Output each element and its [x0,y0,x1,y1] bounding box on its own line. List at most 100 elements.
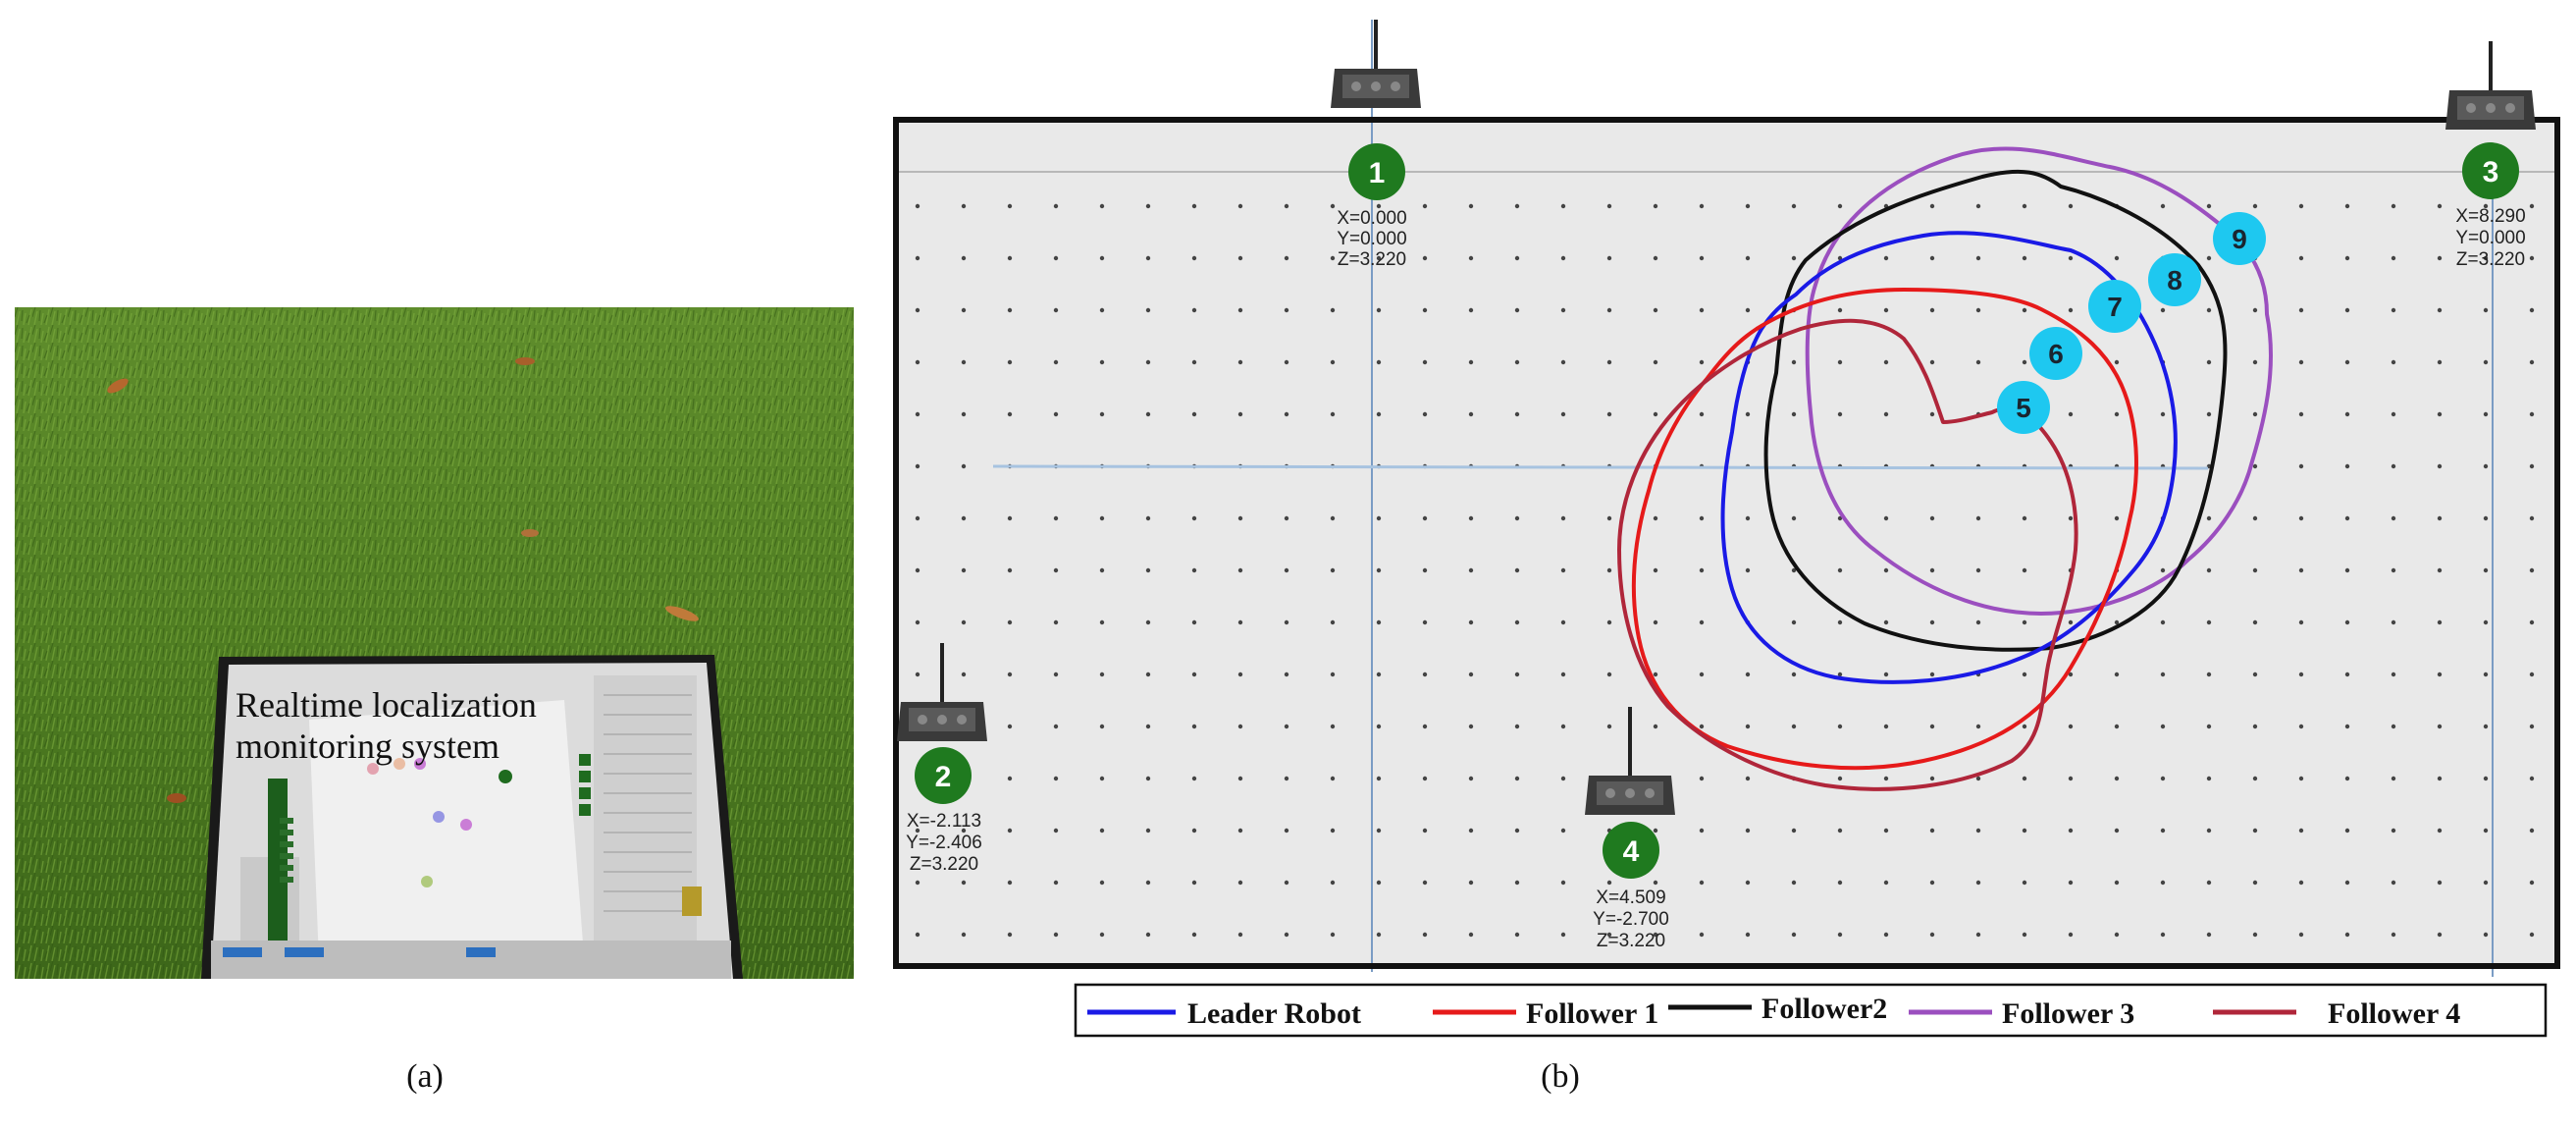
grid-dot [1191,828,1197,833]
grid-dot [1237,359,1243,365]
grid-dot [2160,724,2166,729]
grid-dot [1883,515,1889,521]
grid-dot [1514,880,1520,886]
tablet-device [201,655,743,979]
grid-dot [2160,932,2166,938]
grid-dot [1007,307,1013,313]
grid-dot [1653,359,1658,365]
grid-dot [1145,203,1151,209]
grid-dot [1191,359,1197,365]
grid-dot [1422,828,1428,833]
map-frame [893,117,2560,969]
grid-dot [1745,672,1751,677]
grid-dot [1883,411,1889,417]
grid-dot [1653,619,1658,625]
grid-dot [2206,672,2212,677]
grid-dot [2298,880,2304,886]
grid-dot [2206,515,2212,521]
grid-dot [961,880,967,886]
grid-dot [1422,880,1428,886]
grid-dot [2206,932,2212,938]
grid-dot [1745,515,1751,521]
grid-dot [1837,672,1843,677]
grid-dot [2529,567,2535,573]
grid-dot [2068,932,2074,938]
grid-dot [2022,724,2027,729]
grid-dot [1468,515,1474,521]
grid-dot [2344,411,2350,417]
grid-dot [1560,255,1566,261]
grid-dot [1237,255,1243,261]
grid-dot [2437,307,2443,313]
grid-dot [2437,828,2443,833]
grid-dot [1791,828,1797,833]
grid-dot [1191,203,1197,209]
grid-dot [2298,619,2304,625]
grid-dot [1422,619,1428,625]
grid-dot [2529,932,2535,938]
grid-dot [1053,567,1059,573]
grid-dot [915,411,920,417]
waypoint-label: 6 [2048,339,2064,369]
grid-dot [1237,724,1243,729]
grid-dot [2391,776,2396,781]
grid-dot [1191,411,1197,417]
grid-dot [1560,724,1566,729]
anchor-device-icon [2445,41,2536,130]
grid-dot [1514,932,1520,938]
grid-dot [2114,619,2120,625]
grid-dot [2206,724,2212,729]
grid-dot [2298,359,2304,365]
grid-dot [2252,515,2258,521]
grid-dot [1791,932,1797,938]
grid-dot [2437,203,2443,209]
grid-dot [1099,880,1105,886]
grid-dot [1099,203,1105,209]
grid-dot [2483,672,2489,677]
grid-dot [1145,776,1151,781]
grid-dot [2391,307,2396,313]
anchor-3-label: 3 [2483,156,2499,188]
grid-dot [1791,515,1797,521]
map-area [896,120,2557,966]
grid-dot [1053,515,1059,521]
grid-dot [1422,307,1428,313]
grid-dot [1284,359,1289,365]
grid-dot [2483,619,2489,625]
grid-dot [1929,359,1935,365]
grid-dot [1284,567,1289,573]
grid-dot [1929,411,1935,417]
grid-dot [1330,411,1336,417]
overlay-title-line1: Realtime localization [236,685,537,725]
grid-dot [2344,932,2350,938]
grid-dot [1330,724,1336,729]
grid-dot [2344,724,2350,729]
grid-dot [2437,515,2443,521]
grid-dot [1376,672,1382,677]
photo-panel-a: Realtime localization monitoring system [15,307,854,979]
grid-dot [2160,672,2166,677]
grid-dot [1837,567,1843,573]
grid-dot [2022,672,2027,677]
grid-dot [2483,567,2489,573]
waypoint-label: 9 [2232,224,2247,254]
grid-dot [1191,776,1197,781]
grid-dot [961,463,967,469]
grid-dot [2114,932,2120,938]
grid-dot [2529,672,2535,677]
grid-dot [1791,203,1797,209]
grid-dot [1376,880,1382,886]
grid-dot [2114,776,2120,781]
waypoint-label: 8 [2167,265,2182,296]
grid-dot [2114,359,2120,365]
grid-dot [961,411,967,417]
grid-dot [1376,932,1382,938]
grid-dot [1330,672,1336,677]
grid-dot [1284,880,1289,886]
legend: Leader Robot Follower 1 Follower2 Follow… [1074,983,2548,1038]
grid-dot [1699,828,1705,833]
grid-dot [1376,515,1382,521]
grid-dot [2483,255,2489,261]
grid-dot [2529,776,2535,781]
grid-dot [1284,776,1289,781]
